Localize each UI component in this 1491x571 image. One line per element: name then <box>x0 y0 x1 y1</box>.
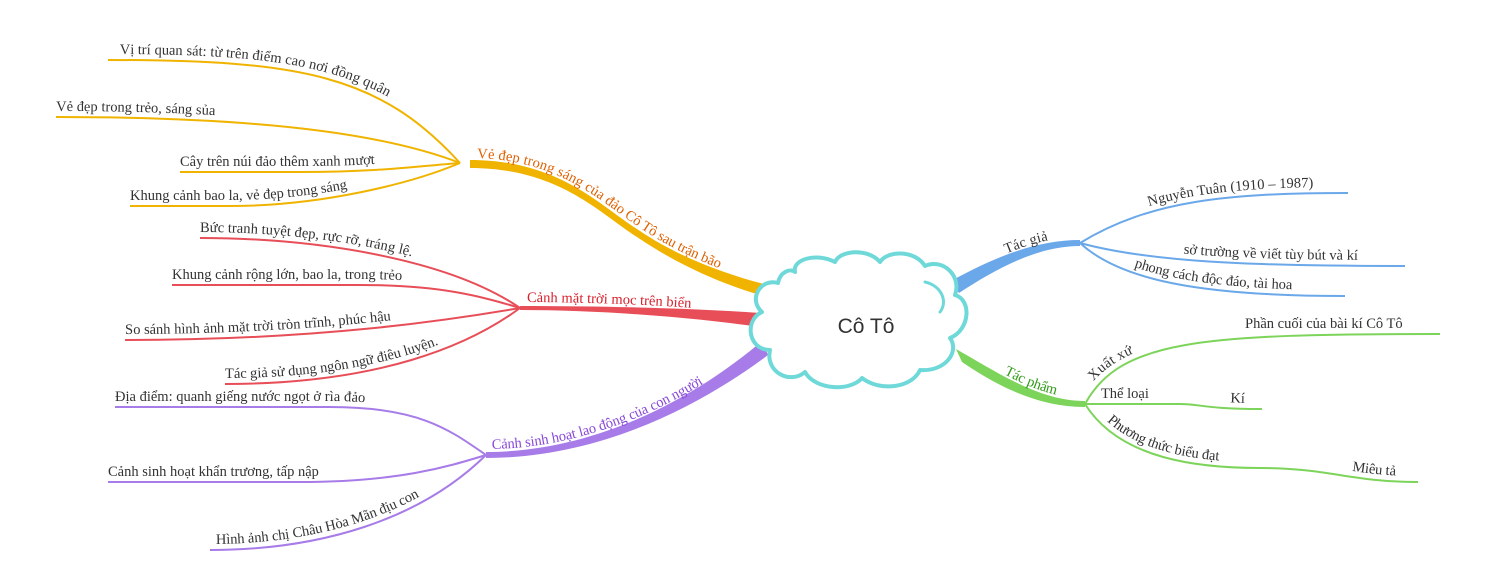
subtopic-value[interactable]: Kí <box>1230 390 1245 406</box>
topic-label[interactable]: sở trường về viết tùy bút và kí <box>1183 242 1358 264</box>
topic-label[interactable]: Nguyễn Tuân (1910 – 1987) <box>1146 175 1314 210</box>
center-title: Cô Tô <box>838 315 895 338</box>
topic-label[interactable]: Địa điểm: quanh giếng nước ngọt ở rìa đả… <box>115 389 366 406</box>
cloud-detail <box>923 280 945 314</box>
branch-beauty-after-storm: Vẻ đẹp trong sáng của đảo Cô Tô sau trận… <box>55 42 772 298</box>
central-topic[interactable]: Cô Tô <box>748 250 969 390</box>
main-branch-stroke <box>520 306 760 327</box>
topic-label[interactable]: Khung cảnh rộng lớn, bao la, trong trẻo <box>172 267 403 284</box>
branch-work: Tác phẩm Xuất xứ Phần cuối của bài kí Cô… <box>956 316 1441 483</box>
topic-label[interactable]: Cảnh sinh hoạt khẩn trương, tấp nập <box>108 464 319 480</box>
main-branch-stroke <box>956 349 1085 407</box>
topic-label[interactable]: Vẻ đẹp trong trẻo, sáng sủa <box>56 99 216 119</box>
topic-label[interactable]: So sánh hình ảnh mặt trời tròn trĩnh, ph… <box>125 308 391 338</box>
subtopic-label[interactable]: Thể loại <box>1101 386 1149 402</box>
topic-label[interactable]: Bức tranh tuyệt đẹp, rực rỡ, tráng lệ. <box>200 220 415 260</box>
topic-label[interactable]: Cây trên núi đảo thêm xanh mượt <box>180 152 375 170</box>
subtopic-value[interactable]: Miêu tả <box>1351 459 1397 480</box>
cloud-shape <box>748 250 969 390</box>
topic-label[interactable]: Tác giả sử dụng ngôn ngữ điêu luyện. <box>225 333 440 382</box>
branch-label[interactable]: Cảnh mặt trời mọc trên biển <box>527 290 693 312</box>
main-branch-stroke <box>470 160 772 298</box>
subtopic-value[interactable]: Phần cuối của bài kí Cô Tô <box>1245 316 1403 332</box>
connector-line <box>1079 192 1349 244</box>
main-branch-stroke <box>951 240 1080 293</box>
connector-line <box>114 406 487 456</box>
topic-label[interactable]: Vị trí quan sát: từ trên điểm cao nơi đồ… <box>120 42 394 101</box>
branch-labour-life: Cảnh sinh hoạt lao động của con người Đị… <box>107 341 768 551</box>
branch-author: Tác giả Nguyễn Tuân (1910 – 1987) sở trư… <box>951 175 1406 297</box>
connector-line <box>171 284 521 309</box>
